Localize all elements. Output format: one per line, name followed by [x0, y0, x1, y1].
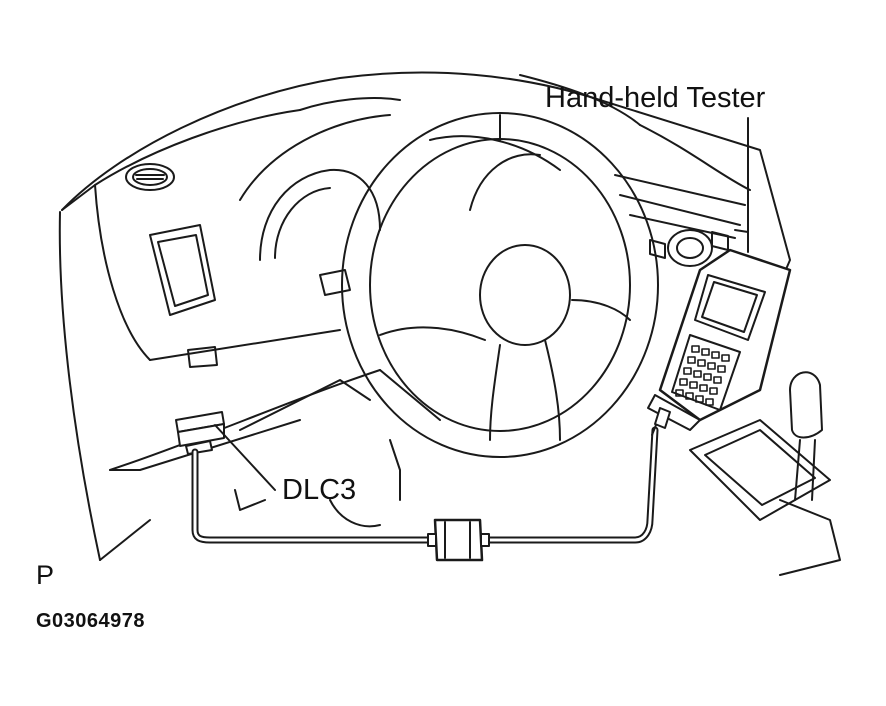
- dlc3-leader-line: [214, 424, 276, 491]
- keypad-key: [703, 373, 712, 381]
- steering-wheel: [341, 112, 659, 458]
- figure-code-label: G03064978: [36, 610, 146, 632]
- keypad-key: [701, 348, 710, 356]
- view-marker-label: P: [36, 560, 55, 590]
- keypad-key: [705, 398, 714, 406]
- keypad-key: [699, 384, 708, 392]
- keypad-key: [691, 345, 700, 353]
- keypad-key: [695, 395, 704, 403]
- keypad-key: [721, 354, 730, 362]
- instrument-cluster: [239, 114, 561, 296]
- tester-keypad: [675, 345, 730, 406]
- keypad-key: [707, 362, 716, 370]
- keypad-key: [709, 387, 718, 395]
- keypad-key: [693, 370, 702, 378]
- keypad-key: [687, 356, 696, 364]
- keypad-key: [683, 367, 692, 375]
- keypad-key: [689, 381, 698, 389]
- shift-lever: [779, 371, 841, 576]
- keypad-key: [675, 389, 684, 397]
- dashboard-outline: [58, 71, 791, 561]
- keypad-key: [685, 392, 694, 400]
- speaker-grille: [125, 163, 175, 191]
- dlc3-connector: [175, 411, 225, 455]
- keypad-key: [713, 376, 722, 384]
- hand-held-tester-device: [647, 248, 792, 436]
- left-air-vent: [149, 224, 218, 368]
- keypad-key: [697, 359, 706, 367]
- keypad-key: [711, 351, 720, 359]
- keypad-key: [679, 378, 688, 386]
- keypad-key: [717, 365, 726, 373]
- tester-cable: [191, 426, 659, 562]
- hand-held-tester-label: Hand-held Tester: [545, 82, 766, 114]
- dlc3-label: DLC3: [282, 474, 357, 506]
